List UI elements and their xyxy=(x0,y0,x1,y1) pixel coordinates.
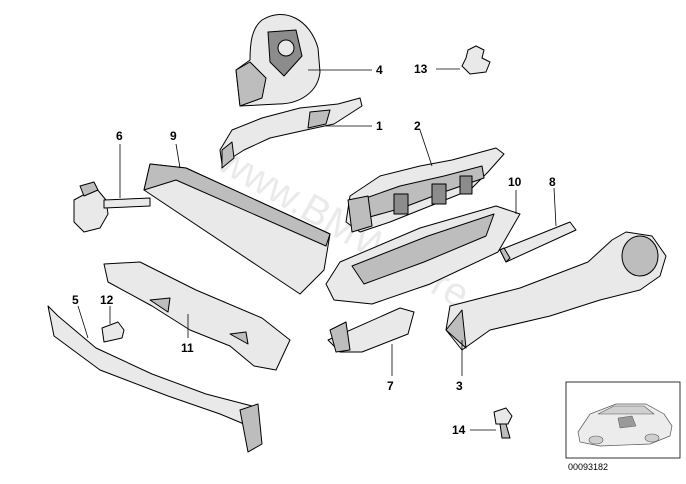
callout-labels: 4 1 2 13 6 9 10 8 5 12 11 7 3 14 xyxy=(72,62,556,437)
part-6-clip-strap[interactable] xyxy=(73,181,151,233)
callout-5: 5 xyxy=(72,293,79,307)
part-3-outer-cover[interactable] xyxy=(445,231,667,351)
callout-14: 14 xyxy=(452,423,466,437)
part-7-bracket[interactable] xyxy=(327,307,415,353)
part-13-clip[interactable] xyxy=(461,45,491,75)
part-5-lower-strip[interactable] xyxy=(47,305,263,453)
thumbnail-panel xyxy=(565,381,681,459)
callout-2: 2 xyxy=(414,119,421,133)
part-10-outer-cover[interactable] xyxy=(325,205,521,305)
callout-4: 4 xyxy=(376,63,383,77)
part-8-slider-strip[interactable] xyxy=(499,221,577,263)
callout-8: 8 xyxy=(549,175,556,189)
callout-3: 3 xyxy=(456,379,463,393)
callout-1: 1 xyxy=(376,119,383,133)
callout-10: 10 xyxy=(508,175,522,189)
callout-13: 13 xyxy=(414,62,428,76)
part-12-small-clip[interactable] xyxy=(101,321,125,343)
callout-11: 11 xyxy=(181,341,194,355)
callout-12: 12 xyxy=(100,293,114,307)
part-9-trim-panel[interactable] xyxy=(143,163,331,295)
callout-7: 7 xyxy=(387,379,394,393)
callout-9: 9 xyxy=(170,129,177,143)
part-11-lower-trim[interactable] xyxy=(103,261,291,371)
callout-6: 6 xyxy=(116,129,123,143)
document-number: 00093182 xyxy=(568,462,608,472)
part-14-screw[interactable] xyxy=(493,407,513,439)
part-2-seat-rail[interactable] xyxy=(345,147,505,233)
car-thumbnail-icon xyxy=(577,403,673,447)
leader-lines xyxy=(77,68,557,431)
part-1-rail-bracket[interactable] xyxy=(219,97,363,169)
part-4-trim-cover[interactable] xyxy=(235,14,321,107)
